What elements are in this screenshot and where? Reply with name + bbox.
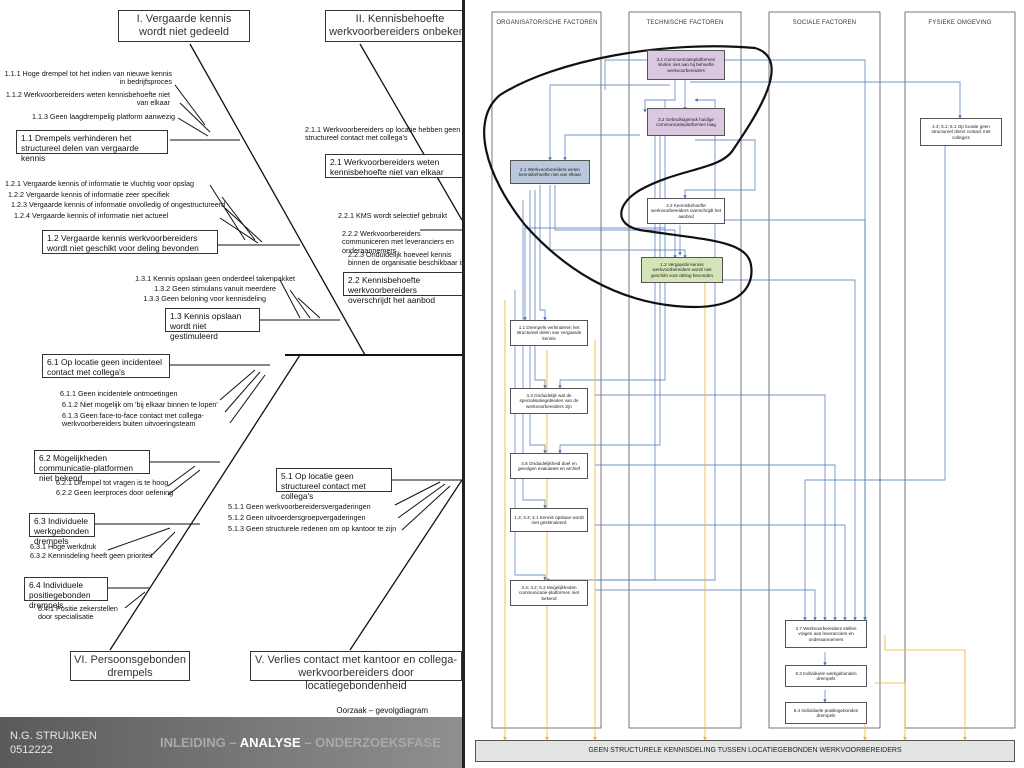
node-3-4: 3.4; 4.2; 6.2 Mogelijkheden communicatie… xyxy=(510,580,588,606)
branch-1-3: 1.3 Kennis opslaan wordt niet gestimulee… xyxy=(165,308,260,341)
cause-6-1-3: 6.1.3 Geen face-to-face contact met coll… xyxy=(62,411,204,429)
node-3-2: 3.2 Gebruiksgemak huidige communicatiepl… xyxy=(647,108,725,136)
column-header-technisch: TECHNISCHE FACTOREN xyxy=(646,20,724,26)
nav-item-analyse: ANALYSE xyxy=(239,735,301,750)
cause-6-1-2: 6.1.2 Niet mogelijk om 'bij elkaar binne… xyxy=(62,400,218,409)
node-1-3: 1.3; 3.3; 4.1 Kennis opslaan wordt niet … xyxy=(510,508,588,532)
nav-item-inleiding: INLEIDING – xyxy=(160,735,240,750)
cause-1-2-1: 1.2.1 Vergaarde kennis of informatie te … xyxy=(5,179,194,188)
author-name: N.G. STRUIJKEN xyxy=(10,730,97,742)
cause-6-2-2: 6.2.2 Geen leerproces door oefening xyxy=(56,488,174,497)
node-3-1: 3.1 Communicatieplatformen sluiten niet … xyxy=(647,50,725,80)
cause-2-1-1: 2.1.1 Werkvoorbereiders op locatie hebbe… xyxy=(305,125,461,143)
branch-5-1: 5.1 Op locatie geen structureel contact … xyxy=(276,468,392,501)
category-bottom-2: V. Verlies contact met kantoor en colleg… xyxy=(250,651,462,692)
node-1-2: 1.2 Vergaarde kennis werkvoorbereiders w… xyxy=(641,257,723,283)
cause-1-3-2: 1.3.2 Geen stimulans vanuit meerdere xyxy=(154,284,276,293)
node-4-3: 4.3 Onduidelijk wat de specialisatiegebi… xyxy=(510,388,588,414)
section-nav: INLEIDING – ANALYSE – ONDERZOEKSFASE xyxy=(160,735,441,750)
cause-1-1-1: 1.1.1 Hoge drempel tot het indien van ni… xyxy=(4,69,172,87)
result-box: GEEN STRUCTURELE KENNISDELING TUSSEN LOC… xyxy=(475,740,1015,762)
column-header-fysiek: FYSIEKE OMGEVING xyxy=(928,20,992,26)
nav-item-onderzoeksfase: – ONDERZOEKSFASE xyxy=(300,735,441,750)
cause-1-3-3: 1.3.3 Geen beloning voor kennisdeling xyxy=(143,294,266,303)
column-header-organisatorisch: ORGANISATORISCHE FACTOREN xyxy=(496,20,598,26)
branch-6-3: 6.3 Individuele werkgebonden drempels xyxy=(29,513,95,546)
fishbone-diagram: I. Vergaarde kennis wordt niet gedeeld I… xyxy=(0,0,462,705)
student-number: 0512222 xyxy=(10,744,53,756)
branch-2-2: 2.2 Kennisbehoefte werkvoorbereiders ove… xyxy=(343,272,462,305)
cause-1-2-2: 1.2.2 Vergaarde kennis of informatie zee… xyxy=(8,190,170,199)
node-4-7: 4.7 Werkvoorbereiders stellen vragen aan… xyxy=(785,620,867,648)
node-4-4: 4.4; 5.1; 6.1 Op locatie geen structuree… xyxy=(920,118,1002,146)
cause-2-2-2: 2.2.2 Werkvoorbereiders communiceren met… xyxy=(342,229,454,255)
cause-6-4-1: 6.4.1 Positie zekerstellen door speciali… xyxy=(38,604,118,622)
cause-6-3-2: 6.3.2 Kennisdeling heeft geen prioriteit xyxy=(30,551,153,560)
branch-6-2: 6.2 Mogelijkheden communicatie-platforme… xyxy=(34,450,150,483)
node-2-2: 2.2 Kennisbehoefte werkvoorbereiders ove… xyxy=(647,198,725,224)
category-top-1: I. Vergaarde kennis wordt niet gedeeld xyxy=(118,10,250,42)
diagram-caption: Oorzaak – gevolgdiagram xyxy=(0,705,462,717)
branch-6-4: 6.4 Individuele positiegebonden drempels xyxy=(24,577,108,610)
cause-5-1-1: 5.1.1 Geen werkvoorbereidersvergaderinge… xyxy=(228,502,371,511)
node-1-1: 1.1 Drempels verhinderen het structureel… xyxy=(510,320,588,346)
node-2-1: 2.1 Werkvoorbereiders weten kennisbehoef… xyxy=(510,160,590,184)
node-6-4: 6.4 Individuele positiegebonden drempels xyxy=(785,702,867,724)
column-header-sociaal: SOCIALE FACTOREN xyxy=(792,20,857,26)
branch-2-1: 2.1 Werkvoorbereiders weten kennisbehoef… xyxy=(325,154,462,178)
cause-1-1-3: 1.1.3 Geen laagdrempelig platform aanwez… xyxy=(31,112,175,121)
author-block: N.G. STRUIJKEN 0512222 xyxy=(10,729,97,757)
node-4-5: 4.5 Onduidelijkheid doel en gevolgen eva… xyxy=(510,453,588,479)
category-bottom-1: VI. Persoonsgebonden drempels xyxy=(70,651,190,681)
slide-footer: Oorzaak – gevolgdiagram N.G. STRUIJKEN 0… xyxy=(0,705,462,768)
cause-1-2-3: 1.2.3 Vergaarde kennis of informatie onv… xyxy=(11,200,226,209)
category-top-2: II. Kennisbehoefte werkvoorbereiders onb… xyxy=(325,10,462,42)
branch-1-1: 1.1 Drempels verhinderen het structureel… xyxy=(16,130,168,163)
cause-6-1-1: 6.1.1 Geen incidentele ontmoetingen xyxy=(60,389,178,398)
cause-1-2-4: 1.2.4 Vergaarde kennis of informatie nie… xyxy=(14,211,169,220)
flow-diagram: ORGANISATORISCHE FACTOREN TECHNISCHE FAC… xyxy=(462,0,1024,768)
branch-1-2: 1.2 Vergaarde kennis werkvoorbereiders w… xyxy=(42,230,218,254)
fishbone-lines xyxy=(95,43,462,651)
cause-6-3-1: 6.3.1 Hoge werkdruk xyxy=(30,542,97,551)
cause-5-1-3: 5.1.3 Geen structurele redenen om op kan… xyxy=(228,524,397,533)
cause-2-2-3: 2.2.3 Onduidelijk hoeveel kennis binnen … xyxy=(348,250,462,268)
flow-lines xyxy=(483,11,1016,741)
cause-1-1-2: 1.1.2 Werkvoorbereiders weten kennisbeho… xyxy=(5,90,170,108)
branch-6-1: 6.1 Op locatie geen incidenteel contact … xyxy=(42,354,170,378)
cause-2-2-1: 2.2.1 KMS wordt selectief gebruikt xyxy=(338,211,448,220)
cause-6-2-1: 6.2.1 Drempel tot vragen is te hoog xyxy=(56,478,169,487)
node-6-3: 6.3 Individuele werkgebonden drempels xyxy=(785,665,867,687)
cause-5-1-2: 5.1.2 Geen uitvoerdersgroepvergaderingen xyxy=(228,513,366,522)
cause-1-3-1: 1.3.1 Kennis opslaan geen onderdeel take… xyxy=(135,274,295,283)
